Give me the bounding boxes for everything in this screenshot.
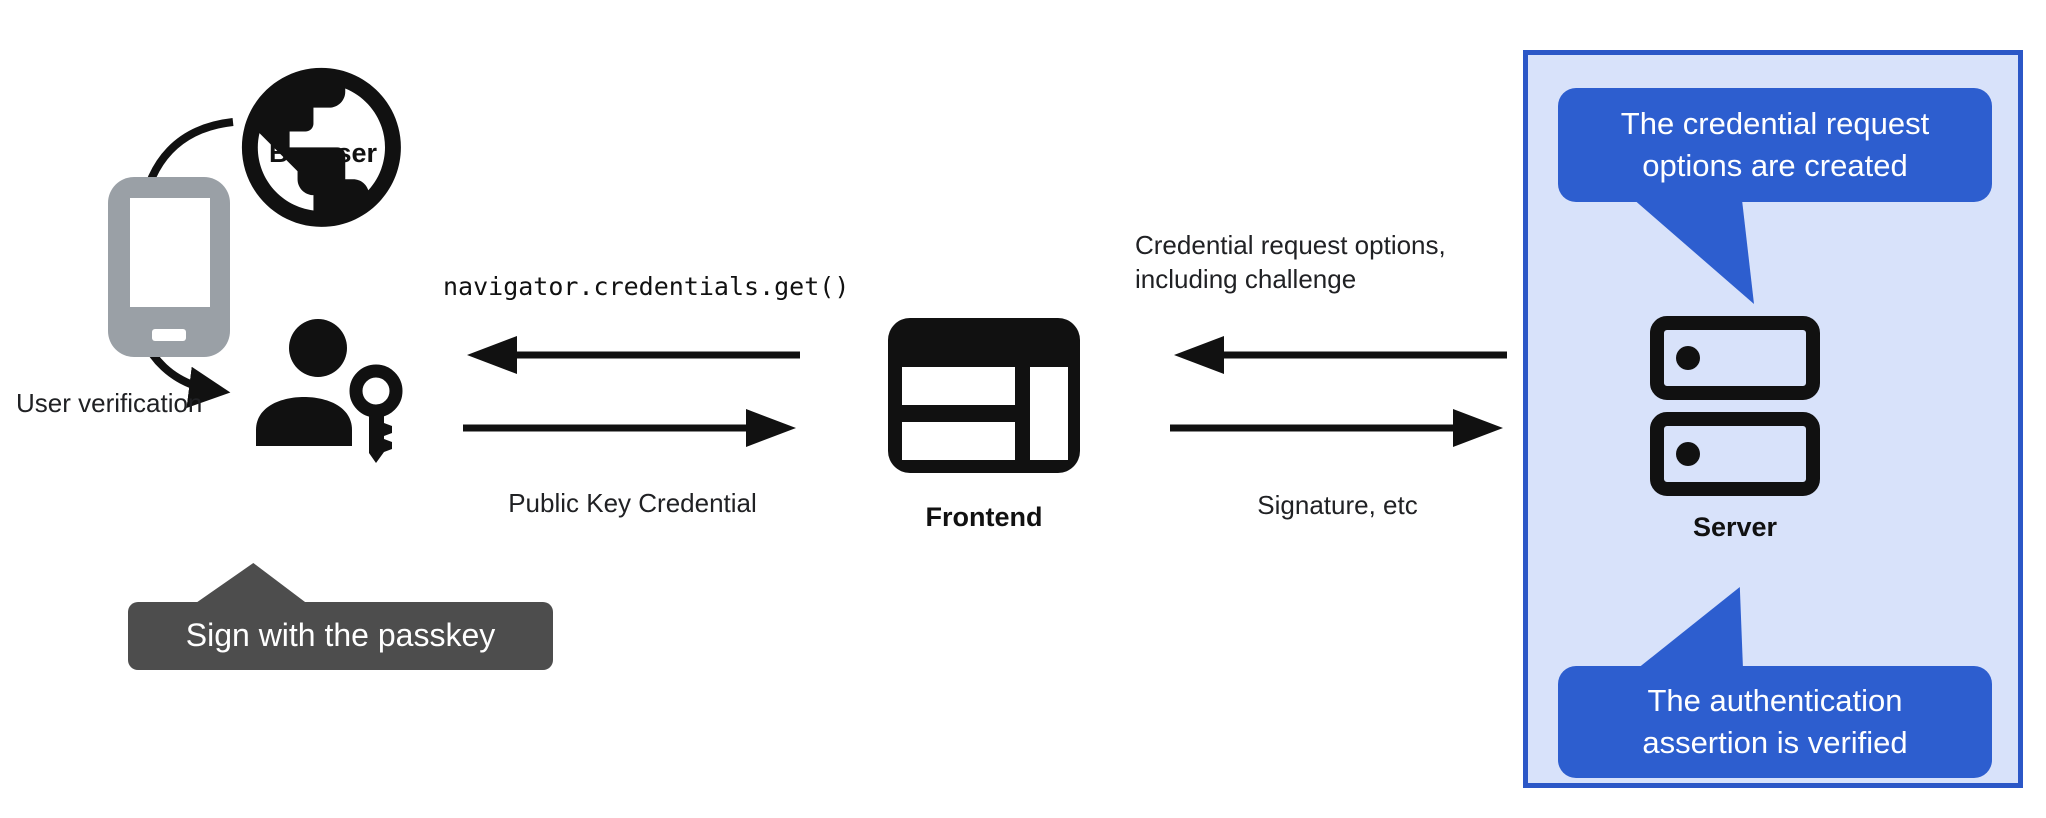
credential-request-options-label: Credential request options, including ch… — [1135, 228, 1446, 296]
server-label: Server — [1692, 512, 1778, 542]
public-key-credential-label: Public Key Credential — [508, 488, 757, 518]
tooltip-tail — [193, 563, 309, 605]
smartphone-icon — [108, 177, 230, 357]
key-icon — [349, 364, 403, 463]
server-bubble-bottom-line1: The authentication — [1647, 683, 1903, 718]
server-bubble-top: The credential request options are creat… — [1558, 88, 1992, 202]
left-figure-group — [108, 67, 403, 463]
passkey-tooltip: Sign with the passkey — [128, 602, 553, 670]
user-verification-label: User verification — [16, 388, 203, 418]
code-call-label: navigator.credentials.get() — [443, 272, 850, 301]
server-bubble-bottom-line2: assertion is verified — [1642, 725, 1908, 760]
credential-request-options-line1: Credential request options, — [1135, 230, 1446, 260]
arrow-frontend-to-server-icon — [1170, 409, 1503, 447]
server-bubble-bottom: The authentication assertion is verified — [1558, 666, 1992, 778]
credential-request-options-line2: including challenge — [1135, 264, 1357, 294]
globe-icon — [241, 67, 401, 227]
arrow-frontend-to-browser-icon — [467, 336, 800, 374]
web-window-icon — [888, 318, 1080, 473]
signature-label: Signature, etc — [1257, 490, 1418, 520]
server-stack-icon — [1650, 316, 1820, 496]
server-bubble-top-line1: The credential request — [1620, 106, 1930, 141]
person-icon — [256, 319, 352, 446]
server-bubble-top-line2: options are created — [1642, 148, 1908, 183]
arrow-browser-to-frontend-icon — [463, 409, 796, 447]
arrow-server-to-frontend-icon — [1174, 336, 1507, 374]
frontend-label: Frontend — [925, 502, 1043, 532]
